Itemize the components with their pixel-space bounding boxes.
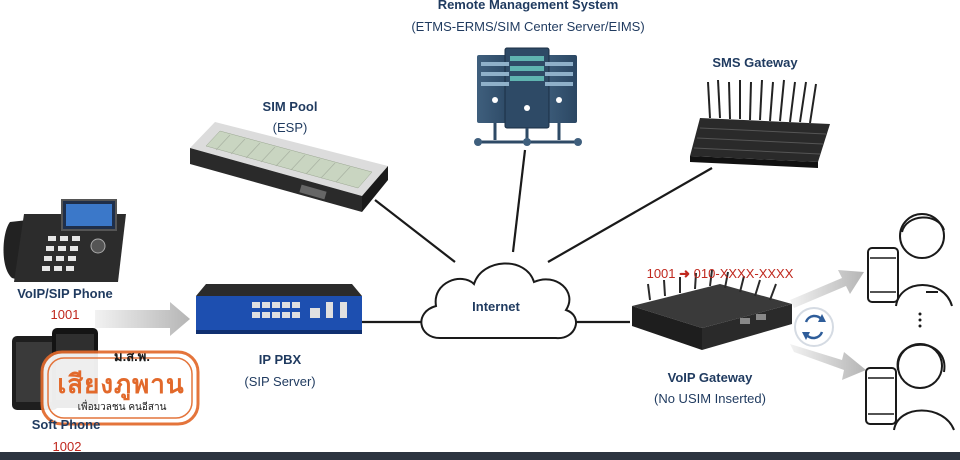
- watermark-sub-text: เพื่อมวลชน คนอีสาน: [77, 402, 167, 413]
- ip-pbx-subtitle: (SIP Server): [244, 374, 316, 389]
- arrows-gateway-to-users: [790, 270, 866, 380]
- voip-phone-title: VoIP/SIP Phone: [17, 286, 113, 301]
- remote-management-subtitle: (ETMS-ERMS/SIM Center Server/EIMS): [411, 19, 645, 34]
- voip-gateway-title: VoIP Gateway: [667, 370, 753, 385]
- soft-phone-title: Soft Phone: [31, 417, 101, 432]
- arrow-phone-to-pbx: [95, 302, 190, 336]
- ip-pbx-title: IP PBX: [258, 352, 302, 367]
- internet-label: Internet: [472, 299, 520, 314]
- voip-gateway-subtitle: (No USIM Inserted): [654, 391, 766, 406]
- soft-phone-number: 1002: [52, 439, 82, 454]
- sim-pool-title: SIM Pool: [262, 99, 318, 114]
- mobile-user-icon: [865, 343, 955, 431]
- refresh-icon: [794, 307, 834, 347]
- sim-pool-subtitle: (ESP): [272, 120, 308, 135]
- bottom-bar: [0, 452, 960, 460]
- sms-gateway-icon: [690, 79, 830, 168]
- server-icon: [474, 47, 582, 146]
- ip-pbx-icon: [196, 284, 362, 334]
- watermark-main-text: เสียงภูพาน: [57, 369, 185, 399]
- internet-cloud-icon: [420, 262, 577, 340]
- line-simpool-internet: [374, 199, 456, 263]
- remote-management-title: Remote Management System: [437, 0, 619, 12]
- watermark-top-text: ม.ส.พ.: [114, 349, 150, 364]
- ellipsis-dots: [918, 312, 922, 328]
- voip-phone-number: 1001: [50, 307, 80, 322]
- gateway-route-label: 1001 ➜ 010-XXXX-XXXX: [630, 266, 810, 282]
- sim-pool-icon: [190, 122, 388, 212]
- line-remote-internet: [511, 149, 527, 253]
- connection-lines: [362, 149, 713, 324]
- line-sms-internet: [547, 167, 713, 263]
- watermark-logo: [40, 350, 200, 426]
- voip-gateway-icon: [632, 269, 792, 350]
- route-to: 010-XXXX-XXXX: [693, 266, 794, 281]
- mobile-user-icon: [867, 213, 953, 307]
- route-from: 1001: [646, 266, 676, 281]
- desk-phone-icon: [3, 199, 126, 282]
- route-arrow-icon: ➜: [679, 266, 691, 281]
- sms-gateway-title: SMS Gateway: [712, 55, 798, 70]
